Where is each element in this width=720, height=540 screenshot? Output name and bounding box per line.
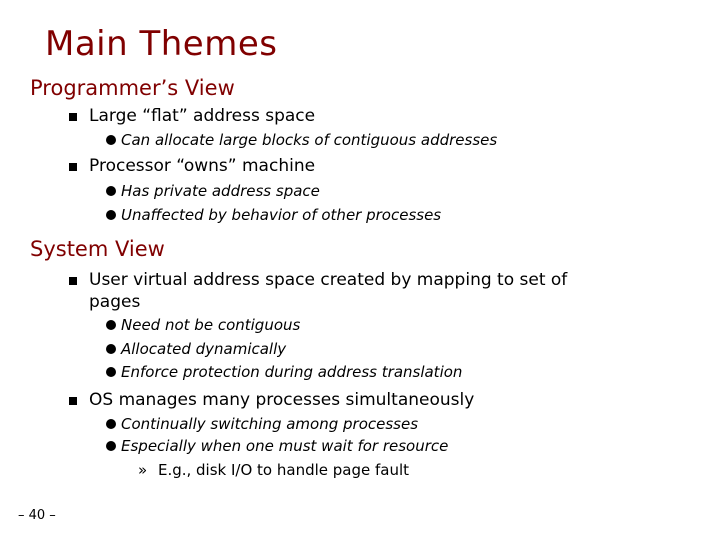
section-heading-system-view: System View — [30, 237, 165, 261]
bullet-processor-owns-machine: Processor “owns” machine — [89, 156, 316, 176]
bullet-os-manages-processes: OS manages many processes simultaneously — [89, 390, 475, 410]
round-bullet-icon — [106, 441, 116, 451]
round-bullet-icon — [106, 344, 116, 354]
round-bullet-icon — [106, 135, 116, 145]
subsubbullet-label: E.g., disk I/O to handle page fault — [157, 461, 410, 479]
round-bullet-icon — [106, 419, 116, 429]
subbullet-private-address-space: Has private address space — [121, 182, 320, 200]
square-bullet-icon — [69, 113, 77, 121]
round-bullet-icon — [106, 186, 116, 196]
page-title: Main Themes — [45, 24, 278, 64]
section-heading-programmers-view: Programmer’s View — [30, 76, 235, 100]
bullet-user-virtual-address-space: User virtual address space created by ma… — [89, 270, 568, 290]
round-bullet-icon — [106, 367, 116, 377]
page-number: – 40 – — [18, 508, 56, 523]
square-bullet-icon — [69, 397, 77, 405]
subbullet-allocate-contiguous: Can allocate large blocks of contiguous … — [121, 131, 498, 149]
subbullet-unaffected-by-others: Unaffected by behavior of other processe… — [121, 206, 442, 224]
subbullet-wait-for-resource: Especially when one must wait for resour… — [121, 437, 449, 455]
bullet-user-virtual-address-space-cont: pages — [89, 292, 141, 312]
round-bullet-icon — [106, 320, 116, 330]
bullet-large-flat-address-space: Large “flat” address space — [89, 106, 316, 126]
round-bullet-icon — [106, 210, 116, 220]
subsubbullet-disk-io-example: » E.g., disk I/O to handle page fault — [138, 461, 409, 479]
chevron-bullet-icon: » — [138, 461, 148, 479]
subbullet-continually-switching: Continually switching among processes — [121, 415, 419, 433]
subbullet-allocated-dynamically: Allocated dynamically — [121, 340, 287, 358]
subbullet-need-not-be-contiguous: Need not be contiguous — [121, 316, 301, 334]
square-bullet-icon — [69, 163, 77, 171]
square-bullet-icon — [69, 277, 77, 285]
subbullet-enforce-protection: Enforce protection during address transl… — [121, 363, 463, 381]
